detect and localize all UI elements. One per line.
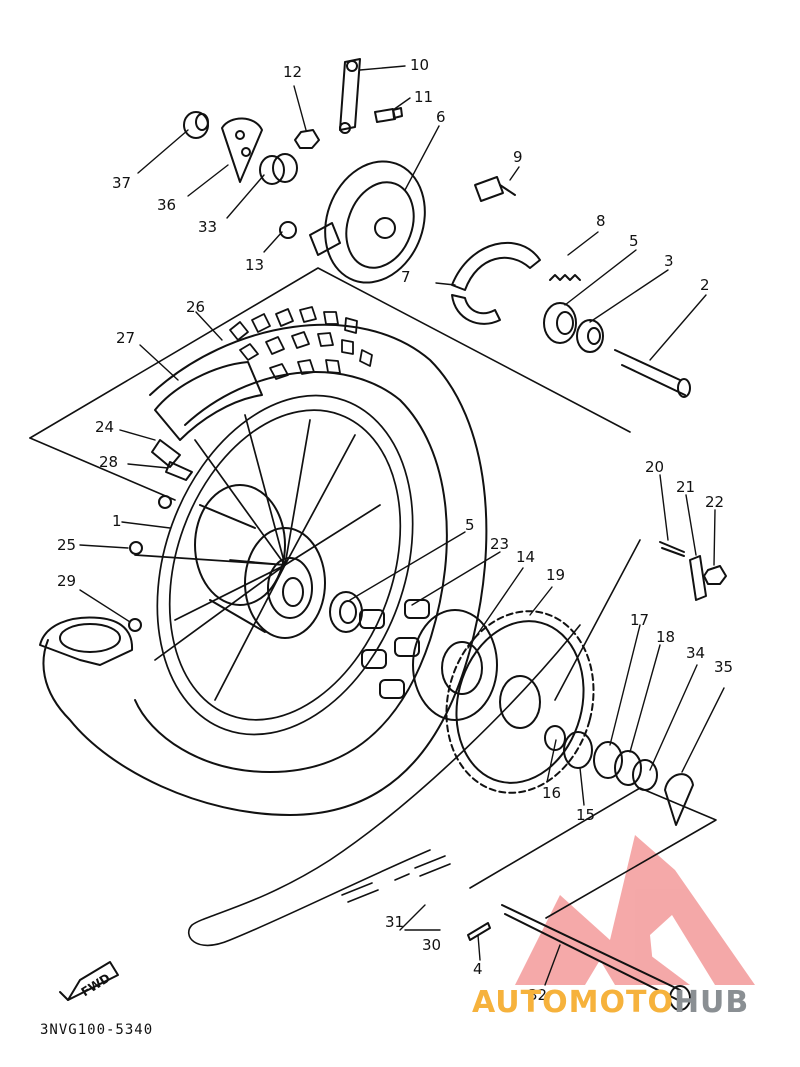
spring-and-cam	[474, 176, 581, 281]
part-label-7: 7	[401, 268, 411, 286]
watermark-part2: HUB	[673, 985, 750, 1020]
rear-sprocket	[445, 610, 595, 794]
part-label-17: 17	[630, 611, 650, 629]
part-label-33: 33	[198, 218, 218, 236]
wheel-hub	[194, 484, 326, 639]
axle-spacers	[544, 725, 694, 826]
part-label-8: 8	[596, 212, 606, 230]
small-parts	[259, 107, 403, 239]
brake-arm	[339, 58, 361, 134]
part-label-35: 35	[714, 658, 734, 676]
leader-lines	[79, 65, 725, 986]
part-label-36: 36	[157, 196, 177, 214]
watermark-part1: AUTOMOTO	[472, 985, 674, 1020]
part-label-13: 13	[245, 256, 265, 274]
part-label-27: 27	[116, 329, 136, 347]
part-label-4: 4	[473, 960, 483, 978]
part-label-37: 37	[112, 174, 132, 192]
part-label-16: 16	[542, 784, 562, 802]
part-label-3: 3	[664, 252, 674, 270]
brake-plate	[309, 160, 426, 284]
cotter-pin	[467, 922, 491, 941]
part-label-21: 21	[676, 478, 696, 496]
part-label-5-upper: 5	[629, 232, 639, 250]
part-label-32: 32	[528, 986, 548, 1004]
mudguard	[39, 616, 134, 666]
part-label-10: 10	[410, 56, 430, 74]
diagram-code: 3NVG100-5340	[40, 1022, 154, 1038]
part-label-9: 9	[513, 148, 523, 166]
part-label-19: 19	[546, 566, 566, 584]
watermark-logo-icon	[515, 835, 755, 985]
part-label-22: 22	[705, 493, 725, 511]
part-label-24: 24	[95, 418, 115, 436]
part-label-18: 18	[656, 628, 676, 646]
rear-axle	[501, 904, 691, 1011]
part-label-25: 25	[57, 536, 77, 554]
bolts	[128, 495, 172, 632]
part-label-1: 1	[112, 512, 122, 530]
drive-chain	[187, 624, 581, 947]
part-label-20: 20	[645, 458, 665, 476]
brake-shoes	[451, 241, 541, 325]
rim-band	[151, 361, 263, 481]
part-label-30: 30	[422, 936, 442, 954]
part-label-2: 2	[700, 276, 710, 294]
hub-dampers	[329, 591, 430, 699]
part-label-5-lower: 5	[465, 516, 475, 534]
part-label-26: 26	[186, 298, 206, 316]
watermark-text: AUTOMOTOHUB	[472, 985, 749, 1020]
forward-arrow-icon	[59, 961, 119, 1001]
tire	[42, 306, 488, 816]
part-label-34: 34	[686, 644, 706, 662]
part-label-31: 31	[385, 913, 405, 931]
part-label-14: 14	[516, 548, 536, 566]
sprocket-hub	[412, 609, 498, 721]
part-label-11: 11	[414, 88, 434, 106]
part-label-28: 28	[99, 453, 119, 471]
part-label-23: 23	[490, 535, 510, 553]
adjuster-parts	[183, 111, 263, 183]
assembly-guide-lines	[29, 267, 717, 919]
part-label-29: 29	[57, 572, 77, 590]
part-label-6: 6	[436, 108, 446, 126]
part-label-15: 15	[576, 806, 596, 824]
bearing-seal-collar	[543, 302, 691, 398]
part-label-12: 12	[283, 63, 303, 81]
chain-adjuster	[659, 541, 727, 601]
